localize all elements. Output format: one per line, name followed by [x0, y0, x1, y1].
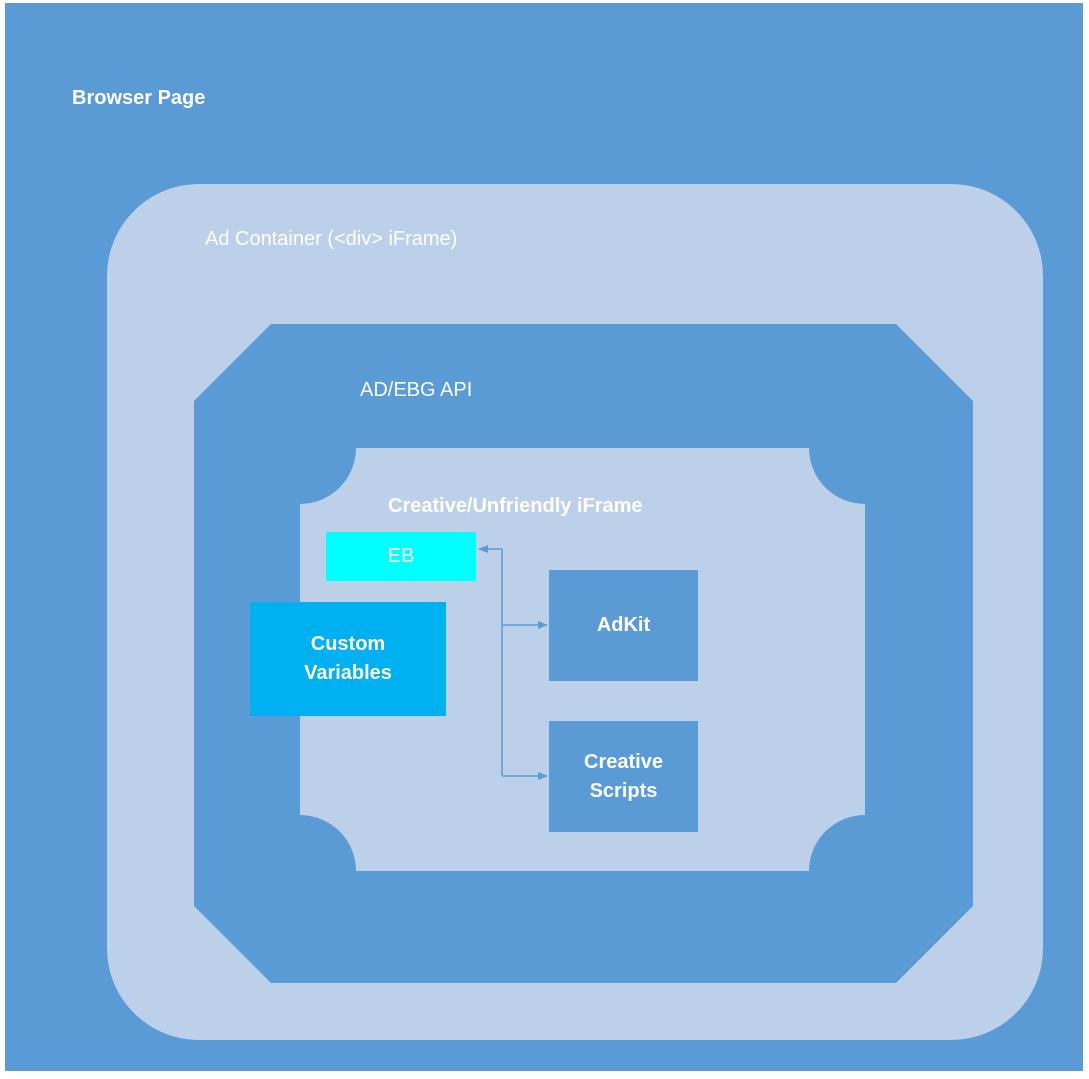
api-label: AD/EBG API: [360, 379, 473, 401]
browser-page-label: Browser Page: [72, 87, 206, 109]
creative-scripts-label: Creative Scripts: [584, 750, 663, 802]
eb-label: EB: [387, 545, 415, 567]
adkit-label: AdKit: [596, 614, 651, 636]
custom-variables-box: [250, 602, 446, 716]
adkit-box: [549, 570, 698, 681]
ad-container-label: Ad Container (<div> iFrame): [205, 228, 458, 250]
creative-iframe-label: Creative/Unfriendly iFrame: [388, 495, 643, 517]
creative-scripts-box: [549, 721, 698, 832]
eb-box: [326, 532, 476, 581]
custom-variables-label: Custom Variables: [304, 633, 392, 684]
